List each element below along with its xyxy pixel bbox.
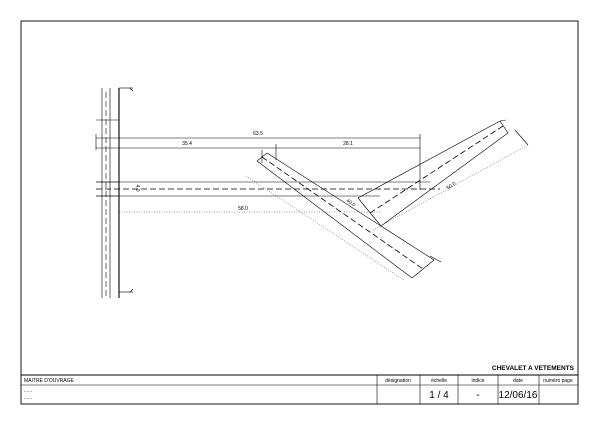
dim-lower-label: 58.0 <box>238 206 248 212</box>
dim-right-label: 28.1 <box>343 141 353 147</box>
arm-lower-label: 40.0 <box>345 198 357 209</box>
dim-left-label: 35.4 <box>182 141 192 147</box>
scale-value: 1 / 4 <box>429 390 449 401</box>
owner-value-line2: - - - <box>24 396 32 402</box>
index-value: - <box>476 390 479 401</box>
page-number-header: numéro page <box>543 378 573 384</box>
technical-drawing: 63.5 35.4 28.1 58.0 4.0 40.0 <box>95 87 529 298</box>
arm-lower: 40.0 <box>245 150 442 281</box>
title-block: CHEVALET A VETEMENTS MAITRE D'OUVRAGE dé… <box>21 365 578 404</box>
arm-upper: 50.0 <box>357 119 529 231</box>
owner-value-line1: - - - <box>24 389 32 395</box>
dim-vertical-label: 4.0 <box>134 185 140 192</box>
sheet-frame <box>20 20 579 405</box>
date-value: 12/06/16 <box>499 390 538 401</box>
date-header: date <box>513 378 523 384</box>
owner-header: MAITRE D'OUVRAGE <box>24 378 75 384</box>
scale-header: échelle <box>431 378 447 384</box>
post-cap-bottom-tick <box>129 288 134 293</box>
dim-total-label: 63.5 <box>253 131 263 137</box>
project-title: CHEVALET A VETEMENTS <box>492 365 575 372</box>
index-header: indice <box>471 378 484 384</box>
post-cap-top-tick <box>129 87 134 92</box>
designation-header: désignation <box>385 378 411 384</box>
arm-upper-label: 50.0 <box>446 181 458 191</box>
